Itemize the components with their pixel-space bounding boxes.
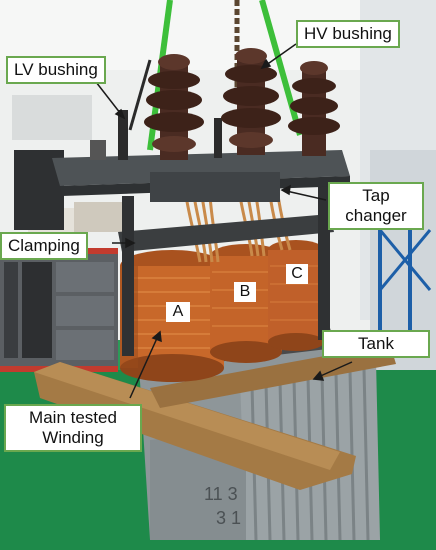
lv-bushing-label-text: LV bushing bbox=[14, 60, 98, 79]
hv-bushing-label: HV bushing bbox=[296, 20, 400, 48]
tank-marking-line1: 11 3 bbox=[204, 484, 238, 504]
phase-a-label: A bbox=[166, 302, 190, 322]
clamping-label-text: Clamping bbox=[8, 236, 80, 255]
wooden-beam-back bbox=[150, 344, 396, 408]
hv-bushing-right bbox=[288, 61, 340, 156]
main-winding-arrow bbox=[129, 335, 159, 399]
main-winding-label: Main tested Winding bbox=[4, 404, 142, 452]
tap-changer bbox=[150, 172, 280, 202]
lv-bushing bbox=[118, 110, 128, 160]
tap-changer-label: Tap changer bbox=[328, 182, 424, 230]
lv-bushing-label: LV bushing bbox=[6, 56, 106, 84]
hv-bushing-left bbox=[144, 54, 204, 160]
clamping-label: Clamping bbox=[0, 232, 88, 260]
tank-label: Tank bbox=[322, 330, 430, 358]
tap-changer-label-line2: changer bbox=[345, 206, 407, 225]
phase-b-label: B bbox=[234, 282, 256, 302]
hv-bushing-label-text: HV bushing bbox=[304, 24, 392, 43]
clamping-frame bbox=[118, 214, 334, 252]
tank-marking-line2: 3 1 bbox=[216, 508, 241, 528]
tap-changer-label-line1: Tap bbox=[362, 186, 390, 205]
phase-c-label: C bbox=[286, 264, 308, 284]
main-winding-label-line1: Main tested bbox=[29, 408, 117, 427]
main-winding-label-line2: Winding bbox=[42, 428, 104, 447]
hv-bushing-middle bbox=[221, 48, 281, 155]
tank-label-text: Tank bbox=[358, 334, 394, 353]
